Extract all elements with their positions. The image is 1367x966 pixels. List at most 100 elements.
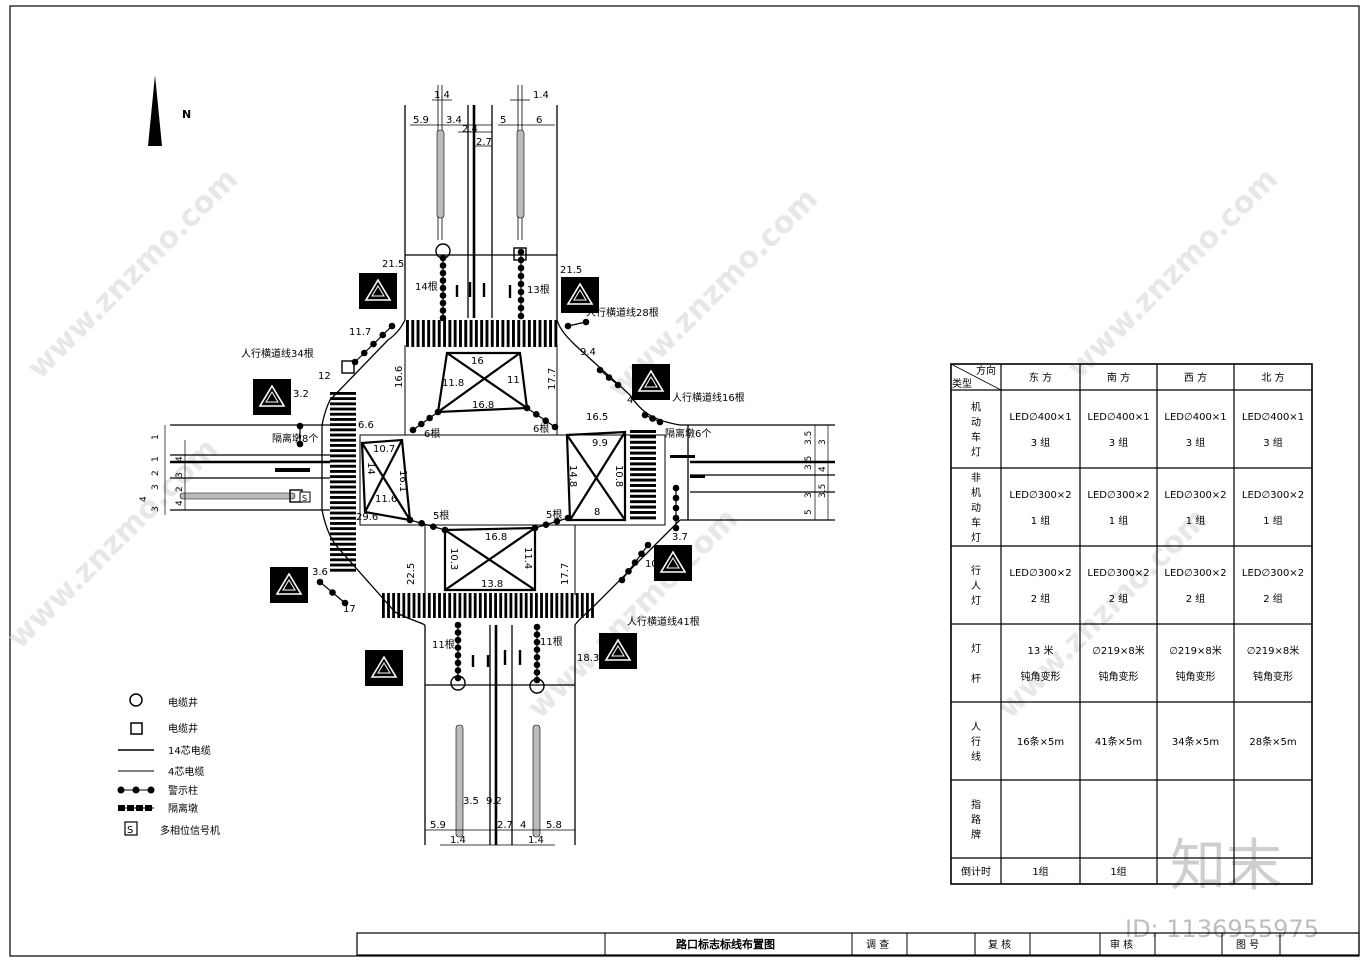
warning-post (439, 269, 447, 277)
crosswalk-stripe-north (432, 320, 436, 347)
dim-label: 13.8 (481, 579, 503, 590)
warning-post (672, 514, 680, 522)
crosswalk-stripe-north (538, 320, 542, 347)
table-cell: 1 组 (1031, 514, 1051, 527)
warning-post (641, 411, 649, 419)
post-count-label: 11根 (540, 635, 563, 648)
crosswalk-stripe-east (630, 435, 656, 439)
crosswalk-stripe-west (330, 511, 356, 515)
crosswalk-stripe-south (580, 593, 584, 618)
legend-label: 隔离墩 (168, 802, 198, 815)
warning-post (418, 520, 425, 527)
warning-post (533, 623, 541, 631)
dim-label: 11.4 (522, 547, 533, 569)
crosswalk-stripe-south (489, 593, 492, 618)
warning-post (439, 284, 447, 292)
table-cell: 钝角变形 (1253, 670, 1293, 683)
crosswalk-stripe-north (448, 320, 452, 347)
dim-label: 3.5 (804, 456, 814, 470)
crosswalk-stripe-west (330, 438, 356, 442)
crosswalk-stripe-east (630, 511, 656, 514)
post-count-label: 14根 (415, 280, 438, 293)
crosswalk-stripe-south (484, 593, 487, 618)
post-line (534, 517, 569, 529)
post-count-label: 6根 (424, 427, 440, 440)
crosswalk-stripe-west (330, 516, 356, 520)
table-row-type: 人 (971, 580, 981, 592)
crosswalk-stripe-north (554, 320, 558, 347)
warning-post (439, 299, 447, 307)
crosswalk-stripe-south (433, 593, 436, 618)
drawing-number-label: 图 号 (1236, 939, 1259, 951)
dim-label: 17 (343, 604, 356, 615)
table-header: 南 方 (1107, 371, 1130, 384)
warning-post (614, 381, 622, 389)
crosswalk-stripe-north (543, 320, 547, 347)
crosswalk-stripe-south (540, 593, 543, 618)
warning-post (533, 646, 541, 654)
warning-post (517, 312, 525, 320)
dim-label: 16.1 (397, 470, 408, 492)
warning-post (296, 440, 304, 448)
crosswalk-stripe-east (630, 446, 656, 450)
crosswalk-stripe-east (630, 478, 656, 482)
crosswalk-stripe-west (330, 558, 356, 562)
warning-post (672, 504, 680, 512)
crosswalk-stripe-south (560, 593, 564, 618)
cable-wells (289, 243, 545, 694)
warning-post (542, 521, 550, 528)
warning-post (517, 304, 525, 312)
warning-sign-icon (359, 273, 397, 309)
crosswalk-stripe-north (512, 320, 515, 347)
table-header: 西 方 (1184, 371, 1207, 384)
crosswalk-stripe-south (565, 593, 569, 618)
crosswalk-stripe-east (630, 440, 656, 444)
table-cell: 1组 (1110, 865, 1126, 878)
crosswalk-stripe-north (437, 320, 441, 347)
dim-label: 4 (818, 466, 828, 472)
dim-label: 4 (175, 500, 185, 506)
legend-blocks-icon (118, 805, 154, 811)
warning-post (631, 559, 639, 566)
dim-label: 1.4 (450, 835, 466, 846)
dim-label: 16.8 (485, 532, 507, 543)
warning-post (618, 576, 626, 584)
south-dimension-labels: 3.5 9.2 5.9 2.7 4 5.8 1.4 1.4 (430, 796, 562, 846)
table-cell: 1 组 (1263, 514, 1283, 527)
warning-post (672, 494, 680, 502)
table-row-type: 人 (971, 721, 981, 733)
crosswalk-stripe-west (330, 423, 356, 427)
warning-post (564, 322, 572, 330)
warning-posts (296, 248, 680, 684)
dim-label: 16.8 (472, 400, 494, 411)
table-row-type: 路 (971, 813, 981, 826)
north-dimension-labels: 1.4 5.9 3.4 2.4 2.7 1.4 5 6 (413, 90, 549, 148)
dim-label: 16 (471, 356, 484, 367)
crosswalk-stripe-north (416, 320, 420, 347)
island-count-label: 隔离墩6个 (665, 427, 711, 440)
crosswalk-stripe-east (630, 473, 656, 477)
svg-text:N: N (182, 108, 191, 121)
dim-label: 16.5 (586, 412, 608, 423)
crosswalk-stripe-south (535, 593, 538, 618)
table-corner-bottom: 类型 (952, 377, 972, 390)
crosswalk-stripe-south (397, 593, 401, 618)
table-cell: 34条×5m (1172, 735, 1219, 748)
dim-label: 12 (318, 371, 331, 382)
crosswalk-stripe-north (406, 320, 409, 347)
crosswalk-stripe-south (494, 593, 498, 618)
crosswalk-stripe-west (330, 402, 356, 406)
warning-post (551, 423, 559, 431)
warning-post (517, 296, 525, 304)
warning-post (542, 417, 549, 424)
annotation-labels: 14根 13根 人行横道线28根 人行横道线34根 人行横道线16根 人行横道线… (241, 280, 745, 651)
table-row-type: 机 (971, 486, 981, 499)
table-cell: ∅219×8米 (1169, 644, 1222, 657)
crosswalk-stripe-south (382, 593, 385, 618)
crosswalk-stripe-north (474, 320, 478, 347)
crosswalks (330, 320, 656, 618)
dim-label: 2.4 (462, 124, 478, 135)
dim-label: 3 (804, 492, 814, 498)
crosswalk-stripe-north (411, 320, 415, 347)
crosswalk-stripe-south (504, 593, 508, 618)
